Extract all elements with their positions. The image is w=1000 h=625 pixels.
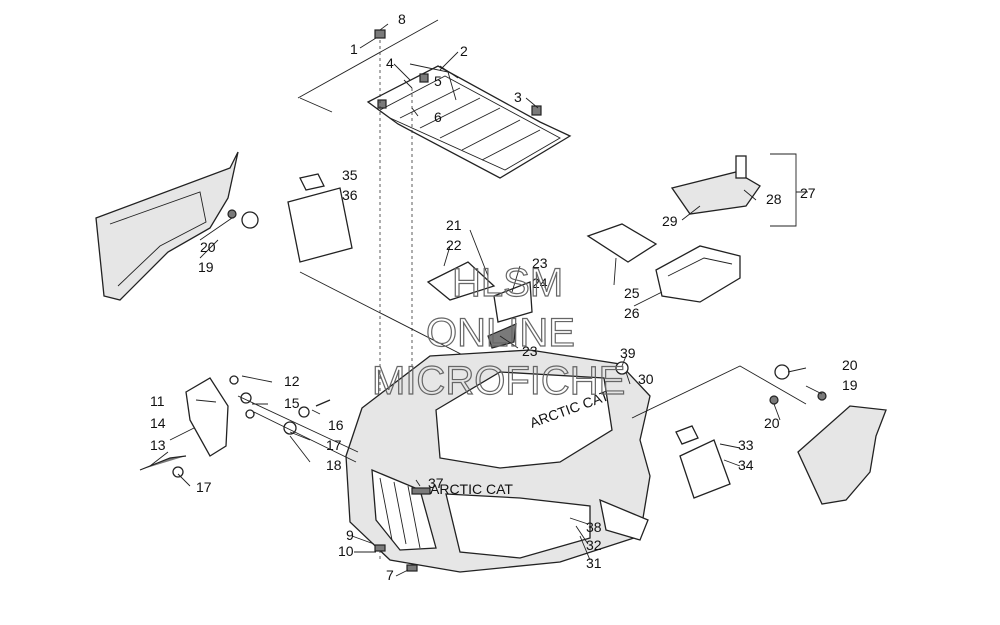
storage-lid — [670, 155, 761, 215]
callout-35: 35 — [342, 167, 358, 183]
callout-24: 24 — [532, 275, 548, 291]
callout-13: 13 — [150, 437, 166, 453]
watermark: HLSM ONLINE MICROFICHE — [371, 260, 626, 403]
callout-29: 29 — [662, 213, 678, 229]
callout-2: 2 — [460, 43, 468, 59]
decal-35-36 — [287, 173, 353, 263]
callout-33: 33 — [738, 437, 754, 453]
callout-5: 5 — [434, 73, 442, 89]
callout-27: 27 — [800, 185, 816, 201]
callout-20b: 20 — [842, 357, 858, 373]
callout-23a: 23 — [532, 255, 548, 271]
callout-21: 21 — [446, 217, 462, 233]
callout-36: 36 — [342, 187, 358, 203]
headlight-assembly — [139, 375, 331, 478]
leader-lines — [149, 23, 823, 577]
callout-11: 11 — [150, 393, 165, 409]
callout-34: 34 — [738, 457, 754, 473]
callout-28: 28 — [766, 191, 782, 207]
callout-16: 16 — [328, 417, 344, 433]
callout-20c: 20 — [764, 415, 780, 431]
left-fender — [95, 151, 259, 301]
callout-15: 15 — [284, 395, 300, 411]
callout-12: 12 — [284, 373, 300, 389]
callout-4: 4 — [386, 55, 394, 71]
callout-9: 9 — [346, 527, 354, 543]
callout-39: 39 — [620, 345, 636, 361]
watermark-line-2: ONLINE — [426, 311, 575, 355]
right-fender — [769, 364, 887, 505]
callout-17b: 17 — [196, 479, 212, 495]
callout-7: 7 — [386, 567, 394, 583]
callout-8: 8 — [398, 11, 406, 27]
callout-18: 18 — [326, 457, 342, 473]
callout-6: 6 — [434, 109, 442, 125]
callout-22: 22 — [446, 237, 462, 253]
callout-23b: 23 — [522, 343, 538, 359]
callout-25: 25 — [624, 285, 640, 301]
callout-3: 3 — [514, 89, 522, 105]
callout-1: 1 — [350, 41, 358, 57]
callout-30: 30 — [638, 371, 654, 387]
callout-26: 26 — [624, 305, 640, 321]
callout-17a: 17 — [326, 437, 342, 453]
front-rack — [366, 63, 572, 179]
front-body — [345, 349, 651, 573]
callout-31: 31 — [586, 555, 602, 571]
callout-19b: 19 — [842, 377, 858, 393]
watermark-line-3: MICROFICHE — [372, 359, 625, 403]
callout-37: 37 — [428, 475, 444, 491]
nose-badge-text: ARCTIC CAT — [430, 481, 513, 497]
callout-14: 14 — [150, 415, 166, 431]
callout-20a: 20 — [200, 239, 216, 255]
fasteners — [374, 29, 629, 572]
watermark-line-1: HLSM — [452, 261, 563, 305]
callout-38: 38 — [586, 519, 602, 535]
callout-10: 10 — [338, 543, 354, 559]
callout-labels: 1 2 3 4 5 6 7 8 9 10 11 12 13 14 15 16 1… — [150, 11, 858, 583]
callout-19a: 19 — [198, 259, 214, 275]
callout-32: 32 — [586, 537, 602, 553]
decal-33-34 — [675, 425, 731, 499]
storage-box — [586, 223, 741, 303]
